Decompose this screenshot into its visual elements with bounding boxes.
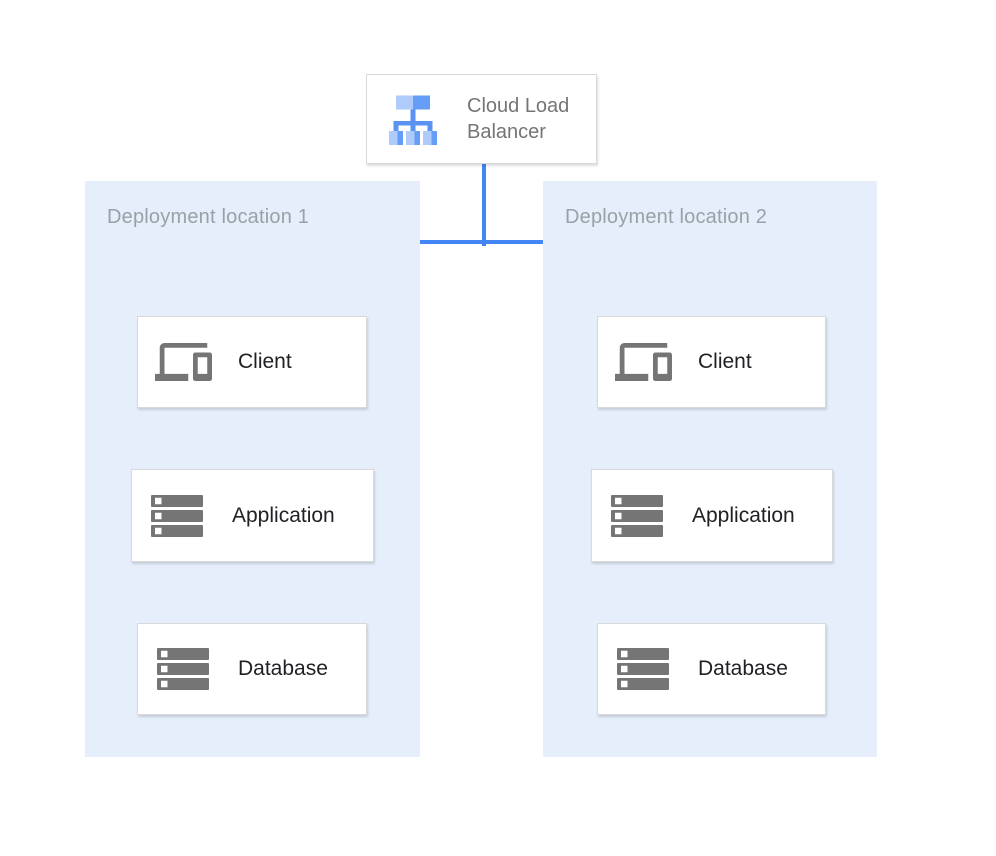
node-label: Database <box>698 657 788 680</box>
cloud-load-balancer-icon <box>387 93 467 145</box>
node-label: Client <box>238 350 292 373</box>
server-stack-icon <box>149 494 232 537</box>
application-node-2: Application <box>591 469 833 562</box>
server-stack-icon <box>615 648 698 690</box>
server-stack-icon <box>155 648 238 690</box>
node-label: Application <box>232 503 335 527</box>
client-node-1: Client <box>137 316 367 408</box>
deployment-location-2-label: Deployment location 2 <box>565 206 768 228</box>
node-label: Client <box>698 350 752 373</box>
application-node-1: Application <box>131 469 374 562</box>
node-label: Database <box>238 657 328 680</box>
node-label: Application <box>692 503 795 527</box>
deployment-location-1-label: Deployment location 1 <box>107 206 310 228</box>
cloud-load-balancer-label: Cloud Load Balancer <box>467 95 570 143</box>
devices-icon <box>155 343 238 381</box>
client-node-2: Client <box>597 316 826 408</box>
devices-icon <box>615 343 698 381</box>
cloud-load-balancer-node: Cloud Load Balancer <box>366 74 597 164</box>
database-node-2: Database <box>597 623 826 715</box>
database-node-1: Database <box>137 623 367 715</box>
server-stack-icon <box>609 494 692 537</box>
